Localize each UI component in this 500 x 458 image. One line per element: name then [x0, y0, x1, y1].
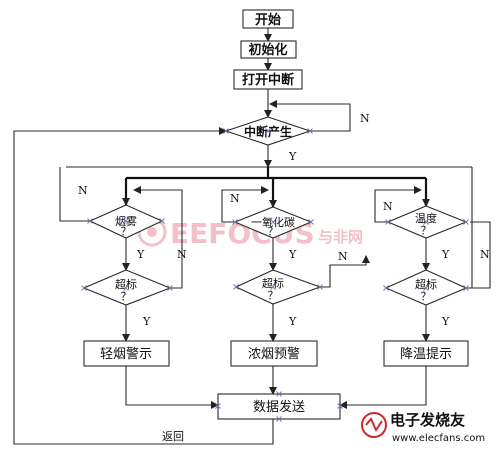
connection-point-marker: [159, 218, 165, 224]
label-no-exceed-2: N: [338, 250, 348, 263]
temperature-q: ？: [421, 224, 432, 237]
temperature-label: 温度: [415, 211, 437, 225]
connection-point-marker: [270, 284, 276, 290]
co-q: ？: [268, 225, 279, 238]
elecfans-brand-text: 电子发烧友: [390, 411, 465, 429]
connection-point-marker: [270, 219, 276, 225]
connection-point-marker: [337, 403, 343, 409]
connection-point-marker: [232, 219, 238, 225]
connection-point-marker: [276, 391, 282, 397]
connection-markers: [81, 128, 469, 422]
exceed-1-q: ？: [121, 290, 132, 303]
exceed-3-q: ？: [421, 290, 432, 303]
connection-point-marker: [87, 218, 93, 224]
decision-temperature: 温度 ？: [386, 205, 468, 239]
node-start: 开始: [242, 9, 294, 29]
label-no-temperature: N: [383, 200, 393, 213]
connection-point-marker: [233, 284, 239, 290]
exceed-2-label: 超标: [262, 276, 284, 290]
label-yes-exceed-1: Y: [142, 315, 151, 328]
start-label: 开始: [255, 12, 281, 28]
label-yes-smoke: Y: [136, 248, 145, 261]
connection-point-marker: [385, 219, 391, 225]
elecfans-logo-icon: [361, 412, 387, 438]
eefocus-suffix-text: 与非网: [318, 228, 363, 246]
decision-exceed-2: 超标 ？: [234, 269, 322, 305]
connection-point-marker: [423, 219, 429, 225]
label-return: 返回: [162, 430, 184, 443]
connection-point-marker: [223, 128, 229, 134]
edge-labels: N Y N Y N Y N Y N Y N Y N Y 返回: [78, 112, 490, 443]
connection-point-marker: [215, 403, 221, 409]
dense-smoke-label: 浓烟预警: [248, 346, 300, 362]
connection-point-marker: [463, 285, 469, 291]
connection-point-marker: [307, 128, 313, 134]
connection-point-marker: [317, 284, 323, 290]
node-send-data: 数据发送: [217, 393, 341, 420]
connection-point-marker: [423, 285, 429, 291]
open-interrupt-label: 打开中断: [242, 72, 294, 88]
connection-point-marker: [265, 128, 271, 134]
node-init: 初始化: [240, 40, 297, 59]
label-no-co: N: [230, 192, 240, 205]
node-light-smoke-warning: 轻烟警示: [83, 340, 170, 367]
label-no-exceed-3: N: [480, 248, 490, 261]
label-yes-exceed-3: Y: [441, 315, 450, 328]
node-dense-smoke-warning: 浓烟预警: [230, 340, 318, 367]
label-yes-temperature: Y: [441, 248, 450, 261]
elecfans-watermark: 电子发烧友 www.elecfans.com: [361, 411, 485, 444]
elecfans-url-text: www.elecfans.com: [392, 433, 485, 444]
label-no-exceed-1: N: [177, 248, 187, 261]
connection-point-marker: [463, 219, 469, 225]
connectors: [13, 28, 491, 445]
label-no-smoke: N: [78, 184, 88, 197]
send-data-label: 数据发送: [253, 399, 305, 415]
exceed-2-q: ？: [268, 289, 279, 302]
connection-point-marker: [123, 218, 129, 224]
cooling-label: 降温提示: [400, 346, 452, 362]
smoke-q: ？: [121, 225, 132, 238]
exceed-3-label: 超标: [415, 277, 437, 291]
label-yes-exceed-2: Y: [288, 315, 297, 328]
connection-point-marker: [167, 285, 173, 291]
connection-point-marker: [123, 285, 129, 291]
exceed-1-label: 超标: [115, 277, 137, 291]
node-open-interrupt: 打开中断: [233, 69, 303, 90]
label-yes-interrupt: Y: [288, 150, 297, 163]
connection-point-marker: [308, 219, 314, 225]
label-yes-co: Y: [288, 248, 297, 261]
label-no-interrupt: N: [360, 112, 370, 125]
init-label: 初始化: [248, 42, 287, 58]
node-cooling-hint: 降温提示: [383, 340, 469, 367]
light-smoke-label: 轻烟警示: [100, 346, 152, 362]
connection-point-marker: [383, 285, 389, 291]
connection-point-marker: [81, 285, 87, 291]
connection-point-marker: [276, 416, 282, 422]
